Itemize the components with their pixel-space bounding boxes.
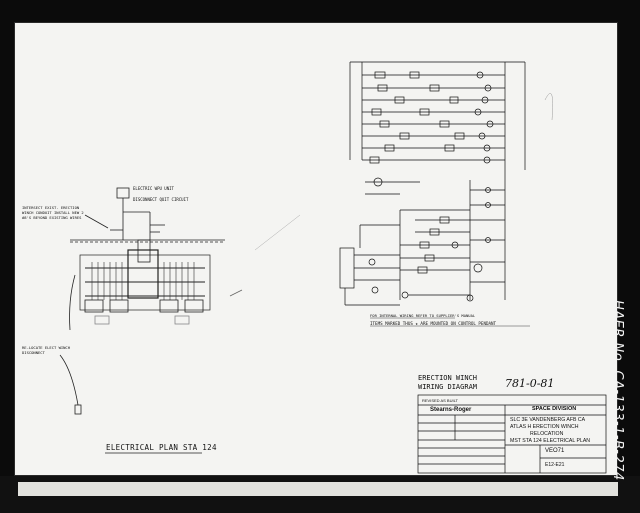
drawing-sheet [14,22,618,476]
haer-record-label: HAER No. CA-133-1-B-274 [610,300,625,481]
electrical-plan-sketch [59,187,301,454]
disconnect-label: DISCONNECT QUIT CIRCUIT [133,197,189,202]
title-line-2: ATLAS H ERECTION WINCH [510,424,579,430]
intersect-note: INTERSECT EXIST. ERECTION WINCH CONDUIT … [22,205,84,220]
sheet-bottom-edge [18,482,618,496]
title-block-frame [417,394,607,474]
title-line-1: SLC 3E VANDENBERG AFB CA [510,417,586,423]
winch-unit-label: ELECTRIC WPU UNIT [133,186,174,191]
wiring-note-1: FOR INTERNAL WIRING REFER TO SUPPLIER'S … [370,313,476,318]
title-line-4: MST STA 124 ELECTRICAL PLAN [510,438,591,444]
diagram-title-2: WIRING DIAGRAM [418,383,478,391]
diagram-title-1: ERECTION WINCH [418,374,478,382]
drawing-number: VEO71 [545,448,565,454]
relocate-note: RE-LOCATE ELECT WINCH DISCONNECT [22,345,71,355]
sheet-number: E12-E21 [545,462,565,468]
plan-title: ELECTRICAL PLAN STA 124 [106,443,217,452]
company-name: Stearns-Roger [430,407,472,413]
wiring-note-2: ITEMS MARKED THUS ★ ARE MOUNTED ON CONTR… [370,321,497,326]
handwritten-drawing-number: 781-0-81 [505,377,555,390]
wiring-diagram [339,61,553,327]
division-name: SPACE DIVISION [532,406,577,412]
revision-note: REVISED AS BUILT [422,398,458,403]
title-line-3: RELOCATION [530,431,564,437]
